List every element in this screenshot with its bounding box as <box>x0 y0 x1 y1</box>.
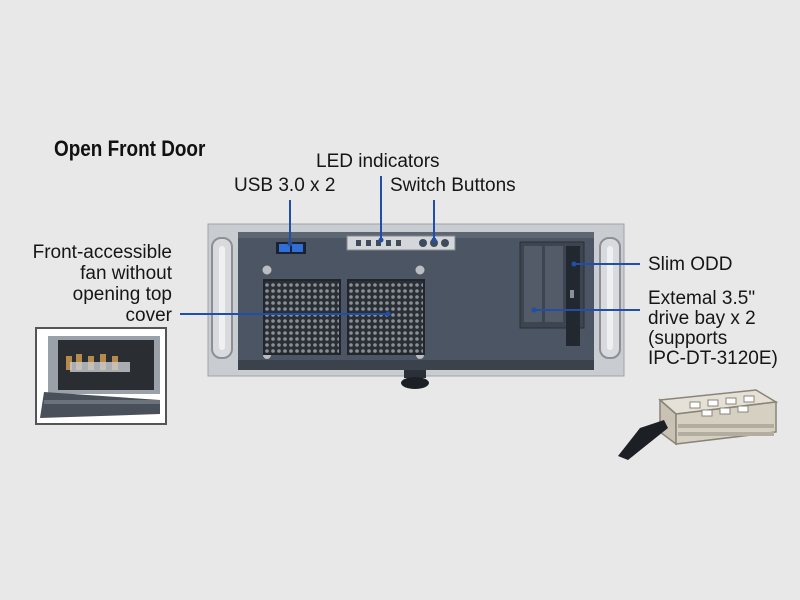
inset-open-door-photo <box>35 327 167 425</box>
drive-bay-label-line2: drive bay x 2 <box>648 308 756 329</box>
switch-button <box>441 239 449 247</box>
drive-bay <box>545 246 563 322</box>
drive-tray-illustration <box>618 389 779 460</box>
usb-label: USB 3.0 x 2 <box>234 175 336 196</box>
fan-label-line3: opening top <box>72 284 172 305</box>
drive-bay-label-line1: Extemal 3.5" <box>648 288 756 309</box>
usb-port <box>279 244 290 252</box>
switch-button <box>419 239 427 247</box>
slim-odd-label: Slim ODD <box>648 254 733 275</box>
diagram-title: Open Front Door <box>54 136 206 161</box>
fan-grille-right <box>347 279 425 355</box>
front-lock <box>401 377 429 389</box>
led-indicators-label: LED indicators <box>316 151 440 172</box>
fan-label-line2: fan without <box>80 263 172 284</box>
drive-bay-label-line3: (supports <box>648 328 728 349</box>
drive-bay <box>524 246 542 322</box>
fan-grille-left <box>263 279 341 355</box>
drive-bay-label-line4: IPC-DT-3120E) <box>648 348 778 369</box>
fan-label-line4: cover <box>125 305 172 326</box>
switch-buttons-label: Switch Buttons <box>390 175 516 196</box>
fan-label-line1: Front-accessible <box>32 242 172 263</box>
usb-port <box>292 244 303 252</box>
